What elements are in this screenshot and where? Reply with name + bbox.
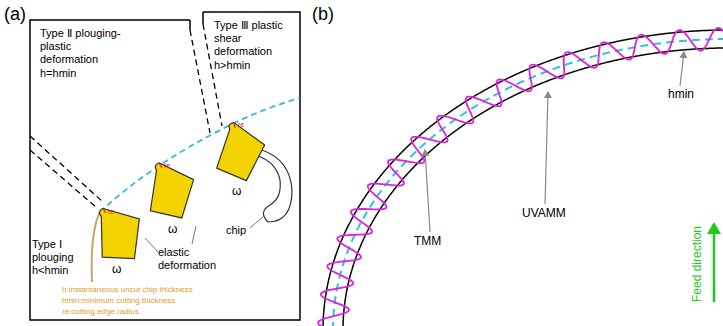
tmm-path: [333, 39, 723, 326]
legend-note: h:instantaneous uncut chip thickness: [62, 285, 193, 295]
panel-label: (b): [312, 4, 334, 26]
rotation-symbol: ω: [232, 184, 241, 198]
rotation-symbol: ω: [168, 222, 177, 236]
panel-frame: [30, 12, 300, 320]
curve-label: UVAMM: [522, 206, 566, 220]
rotation-symbol: ω: [112, 262, 121, 276]
cutting-tool: [92, 208, 142, 263]
legend-note: hmin:minimum cutting thickness: [62, 296, 175, 306]
radius-label: re: [238, 121, 244, 129]
chip-shape: [258, 150, 292, 222]
feed-arrow: [713, 224, 716, 302]
leader-arrow: [425, 52, 684, 232]
boundary-curve: [343, 48, 723, 326]
workpiece-surface: [92, 212, 100, 282]
legend-note: re:cutting edge radius: [62, 307, 139, 317]
cutting-tool: [140, 162, 196, 222]
uvamm-path: [318, 28, 723, 326]
boundary-curve: [323, 30, 723, 326]
cutting-tool: [208, 121, 269, 184]
region-label: Type Ⅰ plouging h<hmin: [32, 238, 84, 278]
curve-label: TMM: [414, 234, 441, 248]
region-label: Type Ⅲ plastic shear deformation h>hmin: [214, 19, 288, 72]
region-label: Type Ⅱ plouging-plastic deformation h=hm…: [40, 27, 132, 80]
feed-direction-label: Feed direction: [690, 226, 704, 302]
annotation-label: chip: [226, 224, 246, 237]
annotation-label: elastic deformation: [158, 246, 226, 272]
panel-label: (a): [4, 4, 26, 26]
radius-label: re: [108, 208, 114, 216]
radius-label: re: [164, 162, 170, 170]
curve-label: hmin: [668, 87, 694, 101]
